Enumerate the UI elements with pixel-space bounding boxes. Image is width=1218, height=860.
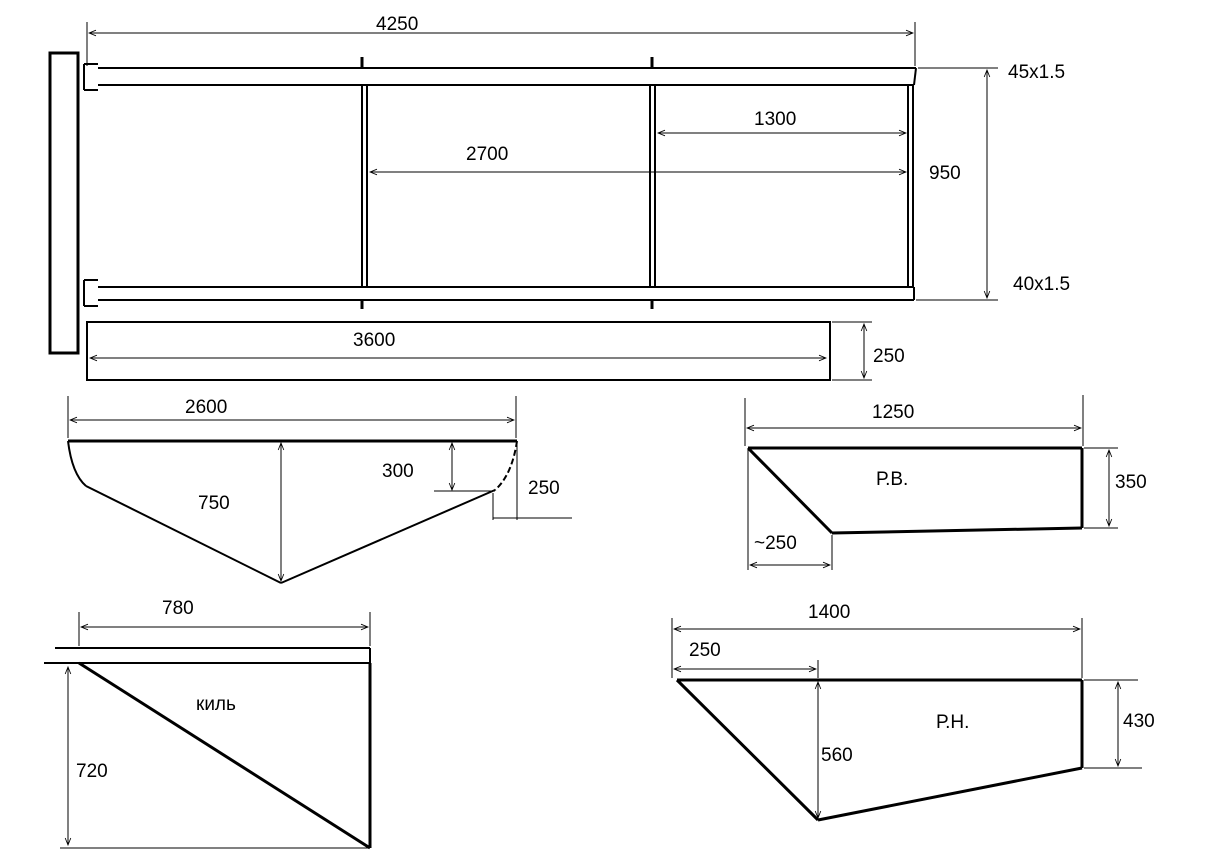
dim-2600: 2600 (185, 397, 227, 418)
dim-350: 350 (1115, 472, 1147, 493)
bottom-tube (98, 286, 915, 301)
dim-560: 560 (821, 745, 853, 766)
dim-250-board: 250 (873, 346, 905, 367)
upper-rudder: 1250 Р.В. 350 ~250 (744, 395, 1147, 570)
dim-780: 780 (162, 598, 194, 619)
dim-4250: 4250 (376, 14, 418, 35)
dim-3600: 3600 (353, 330, 395, 351)
dim-250-hull: 250 (528, 478, 560, 499)
top-tube (98, 67, 917, 86)
label-keel: киль (196, 694, 236, 715)
label-top-tube: 45x1.5 (1008, 62, 1065, 83)
dim-300: 300 (382, 461, 414, 482)
lower-rudder: 1400 250 Р.Н. 560 430 (671, 602, 1155, 822)
dim-950: 950 (929, 163, 961, 184)
frame-top-view: 4250 1300 2700 950 45x1.5 40x1.5 (48, 14, 1070, 355)
label-upper-rudder: Р.В. (876, 469, 908, 490)
dim-1400: 1400 (808, 602, 850, 623)
hull-section: 2600 750 300 250 (67, 396, 572, 584)
dim-750: 750 (198, 493, 230, 514)
board: 3600 250 (86, 321, 905, 381)
label-lower-rudder: Р.Н. (936, 712, 969, 733)
cross-members (360, 57, 914, 309)
dim-250-lower: 250 (689, 640, 721, 661)
keel: 780 киль 720 (44, 598, 372, 850)
label-bottom-tube: 40x1.5 (1013, 274, 1070, 295)
dim-1300: 1300 (754, 109, 796, 130)
dim-approx-250: ~250 (754, 533, 797, 554)
dim-1250: 1250 (872, 402, 914, 423)
transom-plate (48, 51, 80, 355)
dim-720: 720 (76, 761, 108, 782)
dim-2700: 2700 (466, 144, 508, 165)
dim-430: 430 (1123, 711, 1155, 732)
